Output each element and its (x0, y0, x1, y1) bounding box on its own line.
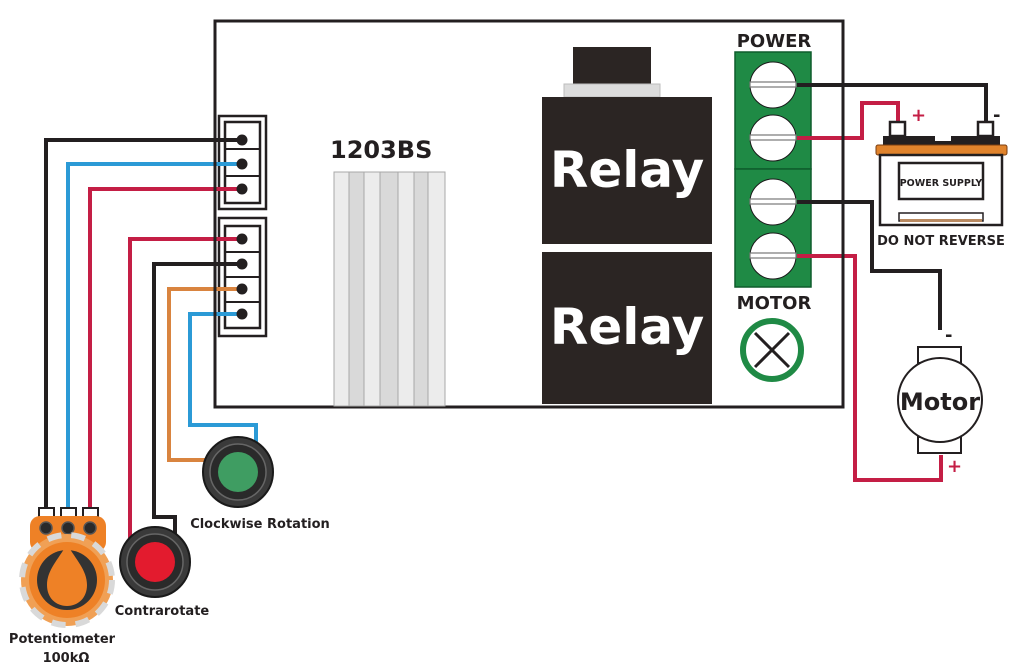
battery-negative-sign: - (993, 105, 1000, 126)
heatsink (333, 171, 446, 407)
potentiometer-knob[interactable] (19, 507, 115, 628)
connector-pins (236, 134, 248, 320)
relay-bottom-label: Relay (550, 298, 704, 356)
pin-3 (236, 183, 248, 195)
motor-terminal-label: MOTOR (737, 293, 812, 314)
wire-clockwise-blue (188, 312, 258, 444)
wire-motor-negative (797, 200, 942, 330)
potentiometer-label: Potentiometer (9, 632, 116, 647)
relay-bottom: Relay (542, 252, 712, 404)
wire-motor-positive (797, 254, 943, 482)
pin-2 (236, 158, 248, 170)
motor-negative-sign: - (945, 325, 952, 346)
screw-motor-neg (749, 178, 797, 226)
pin-7 (236, 308, 248, 320)
motor-indicator-icon (740, 318, 804, 382)
board-model-label: 1203BS (330, 136, 432, 164)
wire-contrarotate-red (128, 237, 242, 538)
wire-pot-blue (66, 162, 242, 514)
motor-positive-sign: + (947, 456, 962, 477)
screw-power-pos (749, 114, 797, 162)
contrarotate-button[interactable] (119, 526, 191, 598)
motor-icon: Motor (897, 346, 983, 454)
clockwise-rotation-button[interactable] (202, 436, 274, 508)
wire-power-negative (797, 83, 988, 125)
do-not-reverse-warning: DO NOT REVERSE (877, 234, 1005, 249)
pin-6 (236, 283, 248, 295)
clockwise-rotation-label: Clockwise Rotation (190, 517, 330, 532)
power-terminal-label: POWER (737, 31, 812, 52)
relay-top-label: Relay (550, 141, 704, 199)
battery-positive-post (888, 120, 907, 138)
wire-power-positive (797, 101, 900, 140)
relay-top: Relay (542, 47, 712, 244)
wire-pot-black (44, 138, 242, 514)
pin-5 (236, 258, 248, 270)
battery-negative-post (976, 120, 995, 138)
power-supply-label: POWER SUPPLY (900, 178, 983, 189)
battery-positive-sign: + (911, 105, 926, 126)
pin-4 (236, 233, 248, 245)
wire-contrarotate-black (152, 262, 242, 540)
screw-motor-pos (749, 232, 797, 280)
motor-label: Motor (900, 388, 980, 416)
potentiometer-value: 100kΩ (43, 651, 90, 666)
wire-pot-red (88, 187, 242, 514)
contrarotate-label: Contrarotate (115, 604, 210, 619)
pin-1 (236, 134, 248, 146)
wire-clockwise-orange (167, 287, 242, 462)
battery-icon: POWER SUPPLY (875, 120, 1008, 227)
terminal-screws (749, 61, 797, 280)
screw-power-neg (749, 61, 797, 109)
